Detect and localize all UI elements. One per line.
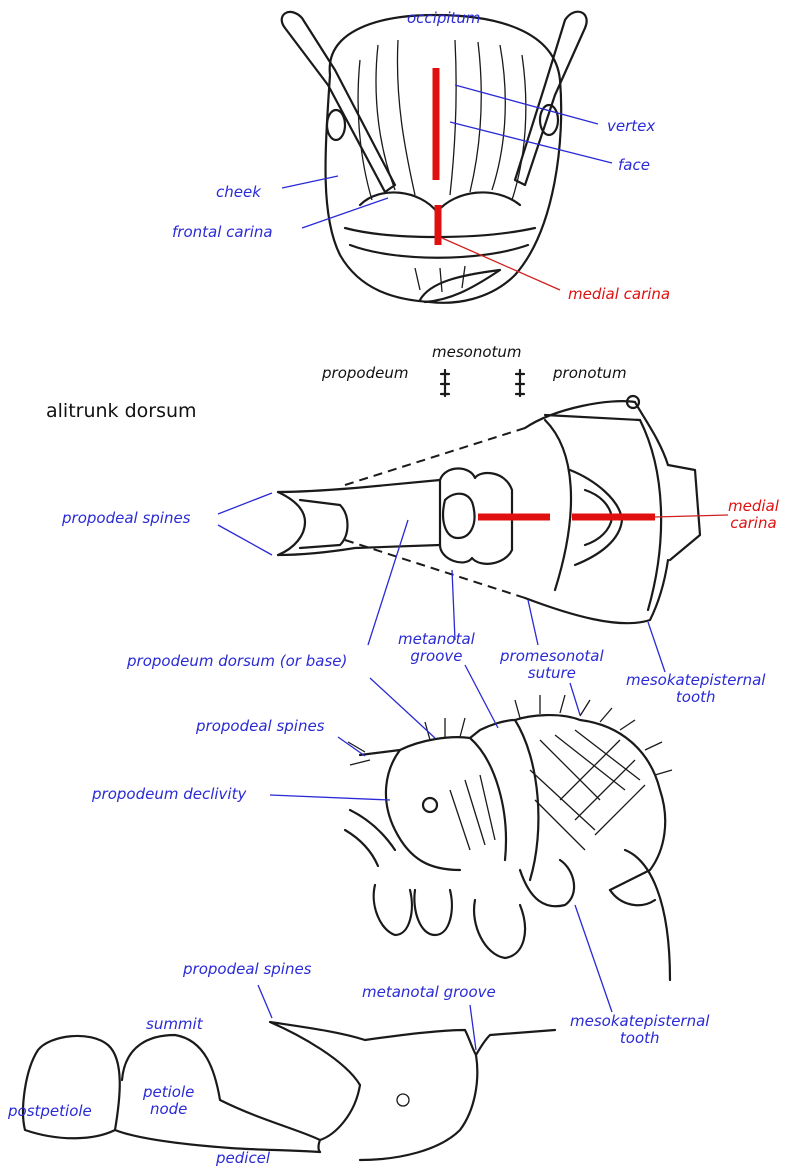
label-mesokatepisternal-waist-line1: mesokatepisternal bbox=[570, 1012, 710, 1030]
label-metanotal-groove-line1: metanotal bbox=[398, 630, 475, 648]
label-propodeal-spines-waist: propodeal spines bbox=[183, 960, 312, 978]
label-mesokatepisternal-line2: tooth bbox=[675, 688, 716, 706]
label-mesokatepisternal-tooth-dorsal: mesokatepisternal tooth bbox=[626, 672, 765, 706]
label-pronotum: pronotum bbox=[553, 364, 627, 382]
label-propodeum: propodeum bbox=[322, 364, 409, 382]
label-face: face bbox=[618, 156, 650, 174]
head-drawing bbox=[280, 10, 613, 304]
label-petiole-line2: node bbox=[149, 1100, 188, 1118]
label-cheek: cheek bbox=[216, 183, 261, 201]
label-petiole-line1: petiole bbox=[143, 1083, 195, 1101]
label-frontal-carina: frontal carina bbox=[172, 223, 273, 241]
label-mesokatepisternal-tooth-waist: mesokatepisternal tooth bbox=[570, 1013, 709, 1047]
label-metanotal-groove-waist: metanotal groove bbox=[362, 983, 496, 1001]
label-medial-carina-head: medial carina bbox=[568, 285, 671, 303]
alitrunk-dorsum-drawing bbox=[217, 368, 729, 673]
label-medial-carina-dorsal: medial carina bbox=[728, 498, 779, 532]
label-summit: summit bbox=[146, 1015, 203, 1033]
label-medial-carina-line1: medial bbox=[728, 497, 779, 515]
label-vertex: vertex bbox=[607, 117, 656, 135]
alitrunk-lateral-drawing bbox=[269, 664, 673, 1013]
label-medial-carina-line2: carina bbox=[730, 514, 777, 532]
label-propodeal-spines-dorsal: propodeal spines bbox=[62, 509, 191, 527]
waist-drawing bbox=[22, 984, 557, 1162]
label-promesonotal-line1: promesonotal bbox=[500, 647, 604, 665]
label-mesonotum: mesonotum bbox=[432, 343, 522, 361]
label-propodeum-declivity: propodeum declivity bbox=[92, 785, 247, 803]
section-title-alitrunk-dorsum: alitrunk dorsum bbox=[46, 400, 197, 422]
label-occipitum: occipitum bbox=[407, 9, 481, 27]
label-metanotal-groove-dorsal: metanotal groove bbox=[398, 631, 475, 665]
label-promesonotal-suture: promesonotal suture bbox=[500, 648, 604, 682]
label-postpetiole: postpetiole bbox=[8, 1102, 92, 1120]
label-propodeal-spines-lateral: propodeal spines bbox=[196, 717, 325, 735]
label-mesokatepisternal-line1: mesokatepisternal bbox=[626, 671, 766, 689]
label-promesonotal-line2: suture bbox=[527, 664, 576, 682]
label-petiole-node: petiole node bbox=[143, 1084, 194, 1118]
label-propodeum-dorsum: propodeum dorsum (or base) bbox=[127, 652, 348, 670]
label-metanotal-groove-line2: groove bbox=[410, 647, 463, 665]
label-mesokatepisternal-waist-line2: tooth bbox=[619, 1029, 660, 1047]
label-pedicel: pedicel bbox=[216, 1149, 271, 1167]
